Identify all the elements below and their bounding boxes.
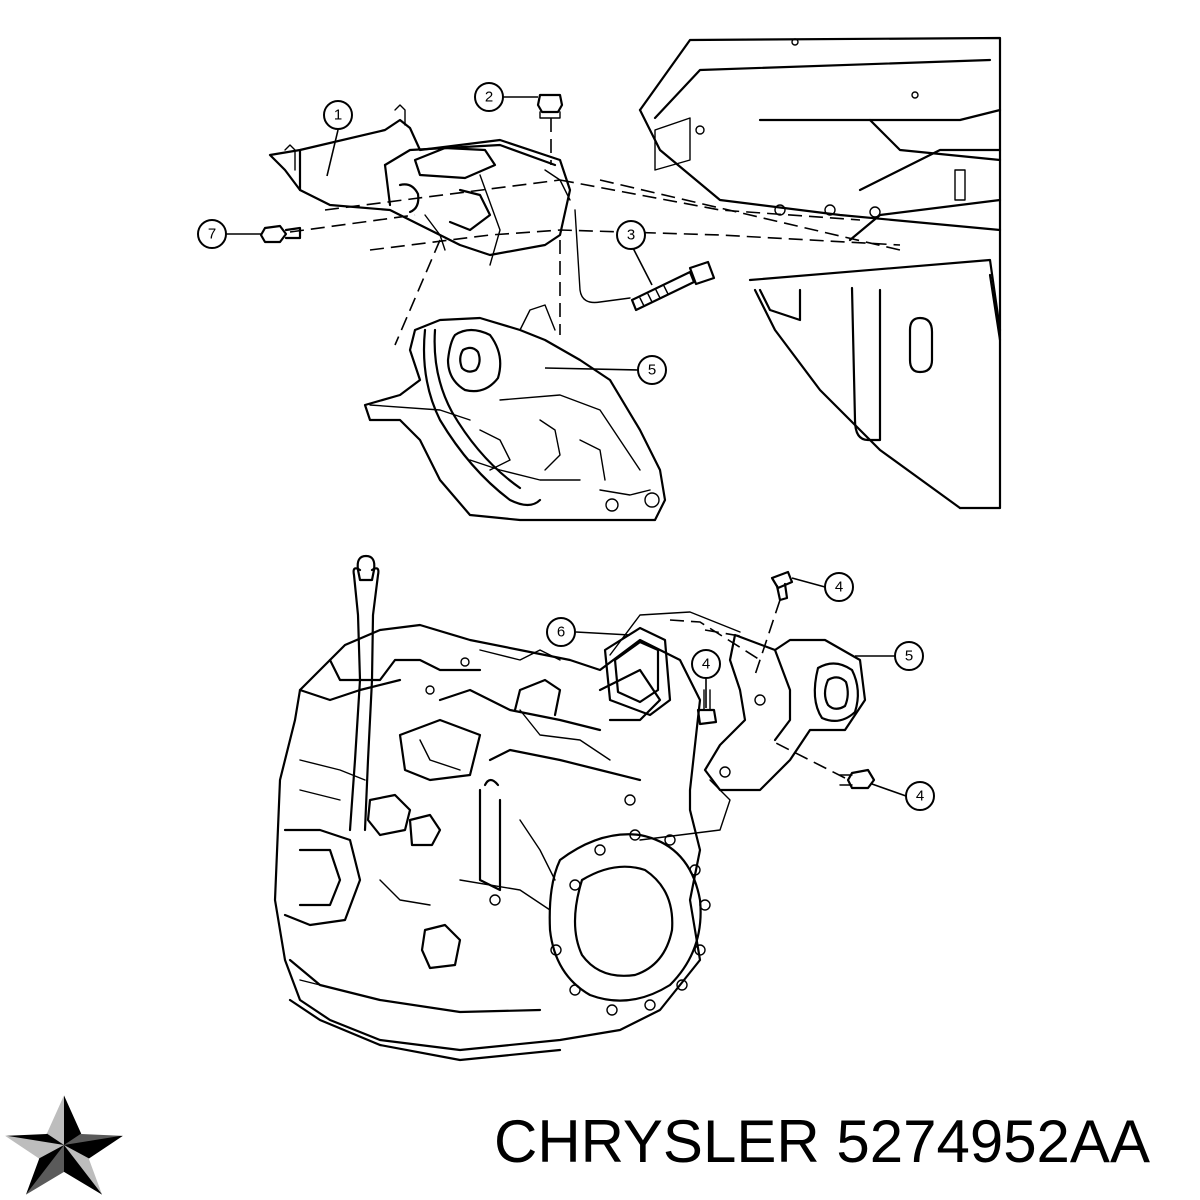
callout-1: 1 [323,100,353,177]
bolt-part-4-middle [696,689,718,726]
part-title: CHRYSLER 5274952AA [494,1092,1194,1192]
callout-6: 6 [546,617,631,647]
callout-5-upper: 5 [544,355,667,385]
svg-text:4: 4 [835,579,843,596]
callout-4-bottom: 4 [871,781,935,811]
callout-3: 3 [616,220,653,286]
transmission-assembly [273,554,711,1062]
transmission-bracket-part-6 [603,626,672,717]
svg-text:6: 6 [557,624,565,641]
pentastar-icon [0,1090,128,1200]
lower-alignment-lines [609,599,846,841]
svg-text:5: 5 [905,648,913,665]
bolt-part-4-bottom [839,768,876,790]
bolt-part-4-top [770,570,794,602]
upper-alignment-lines [289,118,901,346]
upper-transmission-housing [363,304,667,522]
nut-part-2 [536,93,564,119]
bolt-part-7 [259,224,302,244]
bolt-part-3 [630,260,716,312]
mount-bracket [268,104,572,266]
svg-text:5: 5 [648,362,656,379]
callout-2: 2 [474,82,538,112]
svg-text:2: 2 [485,89,493,106]
svg-text:3: 3 [627,227,635,244]
part-number: 5274952AA [836,1108,1150,1175]
svg-text:4: 4 [916,788,924,805]
svg-text:7: 7 [208,226,216,243]
callout-5-lower: 5 [855,641,924,671]
callout-4-top: 4 [791,572,854,602]
svg-text:1: 1 [334,107,342,124]
transmission-mount-part-5 [703,633,867,792]
svg-text:4: 4 [702,656,710,673]
brand-name: CHRYSLER [494,1108,820,1175]
callout-7: 7 [197,219,262,249]
callout-4-middle: 4 [691,649,721,708]
vehicle-frame [638,36,1002,510]
